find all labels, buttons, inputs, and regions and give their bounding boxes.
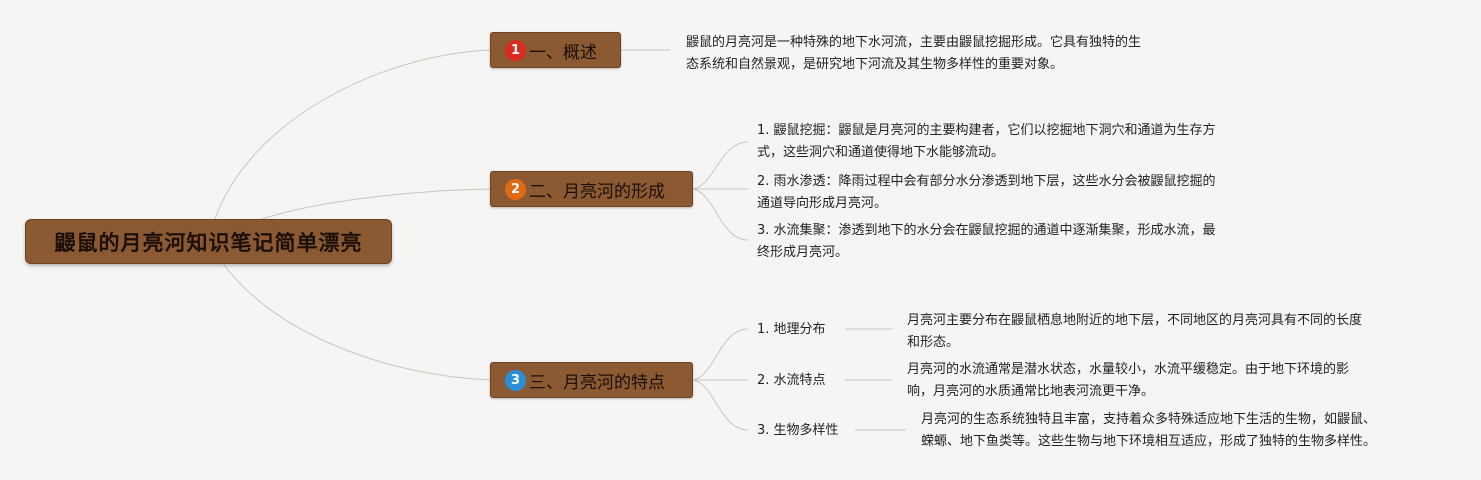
branch-2-item-3-line-1: 3. 水流集聚：渗透到地下的水分会在鼹鼠挖掘的通道中逐渐集聚，形成水流，最 [757, 223, 1216, 238]
branch-2-item-1: 1. 鼹鼠挖掘：鼹鼠是月亮河的主要构建者，它们以挖掘地下洞穴和通道为生存方 式，… [757, 120, 1297, 164]
connector-root-branch-2 [261, 188, 491, 220]
priority-1-icon: 1 [505, 39, 526, 61]
root-title: 鼹鼠的月亮河知识笔记简单漂亮 [54, 230, 363, 255]
branch-3-item-2-line-1: 月亮河的水流通常是潜水状态，水量较小，水流平缓稳定。由于地下环境的影 [907, 362, 1350, 377]
branch-3-item-2-label: 2. 水流特点 [757, 373, 826, 388]
branch-3-item-1-description: 月亮河主要分布在鼹鼠栖息地附近的地下层，不同地区的月亮河具有不同的长度 和形态。 [907, 310, 1447, 354]
branch-1-node[interactable]: 1 一、概述 [490, 32, 621, 68]
branch-3-title: 三、月亮河的特点 [529, 372, 665, 393]
connector-branch-3-item-1 [692, 328, 749, 381]
branch-2-item-2: 2. 雨水渗透：降雨过程中会有部分水分渗透到地下层，这些水分会被鼹鼠挖掘的 通道… [757, 171, 1297, 215]
branch-2-item-1-line-1: 1. 鼹鼠挖掘：鼹鼠是月亮河的主要构建者，它们以挖掘地下洞穴和通道为生存方 [757, 123, 1216, 138]
branch-3-item-1-line-2: 和形态。 [907, 335, 960, 350]
branch-3-item-2-line-2: 响，月亮河的水质通常比地表河流更干净。 [907, 384, 1155, 399]
connector-root-branch-3 [221, 261, 491, 381]
branch-2-title: 二、月亮河的形成 [529, 181, 665, 202]
branch-2-item-2-line-2: 通道导向形成月亮河。 [757, 196, 888, 211]
branch-1-description: 鼹鼠的月亮河是一种特殊的地下水河流，主要由鼹鼠挖掘形成。它具有独特的生 态系统和… [686, 32, 1206, 76]
connector-branch-3-item-3 [692, 379, 749, 431]
connector-branch-2-item-3 [692, 188, 749, 241]
root-node[interactable]: 鼹鼠的月亮河知识笔记简单漂亮 [25, 219, 392, 264]
branch-1-description-line-2: 态系统和自然景观，是研究地下河流及其生物多样性的重要对象。 [686, 57, 1064, 72]
branch-2-item-3-line-2: 终形成月亮河。 [757, 245, 849, 260]
branch-2-item-2-line-1: 2. 雨水渗透：降雨过程中会有部分水分渗透到地下层，这些水分会被鼹鼠挖掘的 [757, 174, 1216, 189]
branch-3-node[interactable]: 3 三、月亮河的特点 [490, 362, 693, 398]
branch-1-title: 一、概述 [529, 42, 597, 63]
branch-3-item-3-description: 月亮河的生态系统独特且丰富，支持着众多特殊适应地下生活的生物，如鼹鼠、 蝾螈、地… [921, 409, 1461, 453]
branch-3-item-1-line-1: 月亮河主要分布在鼹鼠栖息地附近的地下层，不同地区的月亮河具有不同的长度 [907, 313, 1363, 328]
branch-3-item-3-line-1: 月亮河的生态系统独特且丰富，支持着众多特殊适应地下生活的生物，如鼹鼠、 [921, 412, 1377, 427]
branch-3-item-2-description: 月亮河的水流通常是潜水状态，水量较小，水流平缓稳定。由于地下环境的影 响，月亮河… [907, 359, 1447, 403]
branch-2-item-3: 3. 水流集聚：渗透到地下的水分会在鼹鼠挖掘的通道中逐渐集聚，形成水流，最 终形… [757, 220, 1297, 264]
connector-branch-2-item-1 [692, 141, 749, 190]
priority-3-icon: 3 [505, 369, 526, 391]
branch-3-item-3-label: 3. 生物多样性 [757, 423, 839, 438]
branch-2-item-1-line-2: 式，这些洞穴和通道使得地下水能够流动。 [757, 145, 1005, 160]
priority-2-icon: 2 [505, 178, 526, 200]
connector-root-branch-1 [214, 49, 491, 220]
branch-1-description-line-1: 鼹鼠的月亮河是一种特殊的地下水河流，主要由鼹鼠挖掘形成。它具有独特的生 [686, 35, 1142, 50]
branch-3-item-1-label: 1. 地理分布 [757, 322, 826, 337]
branch-3-item-3-line-2: 蝾螈、地下鱼类等。这些生物与地下环境相互适应，形成了独特的生物多样性。 [921, 434, 1377, 449]
branch-2-node[interactable]: 2 二、月亮河的形成 [490, 171, 693, 207]
